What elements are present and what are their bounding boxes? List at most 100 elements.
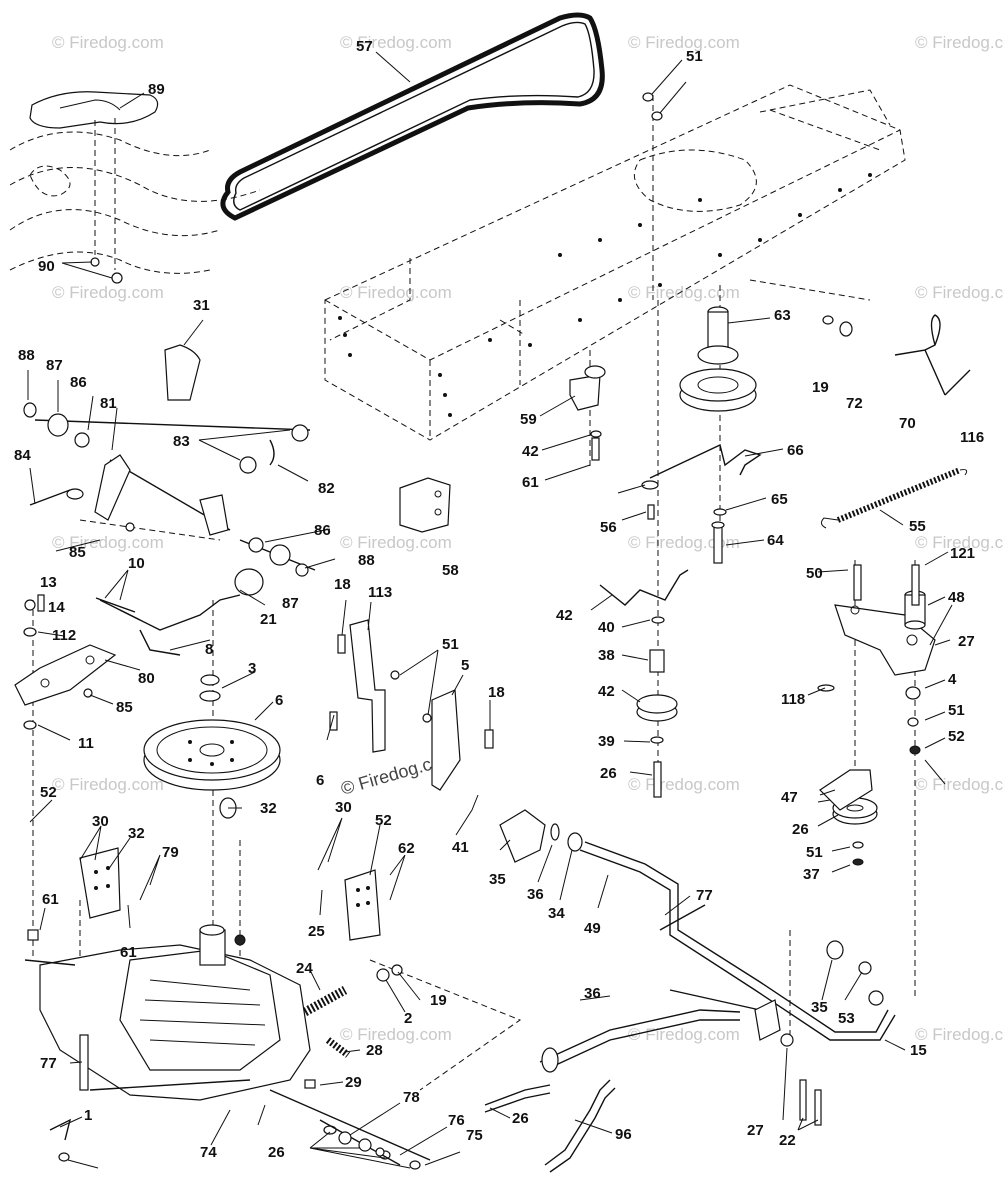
rod-28 — [539, 1009, 741, 1073]
part-label: 38 — [598, 647, 615, 664]
part-label: 77 — [696, 887, 713, 904]
part-label: 35 — [811, 999, 828, 1016]
part-label: 82 — [318, 480, 335, 497]
part-label: 76 — [448, 1112, 465, 1129]
part-label: 6 — [275, 692, 283, 709]
part-label: 40 — [598, 619, 615, 636]
spring-25 — [302, 986, 348, 1016]
axle-75 — [49, 1118, 401, 1166]
part-label: 6 — [316, 772, 324, 789]
part-label: 87 — [282, 595, 299, 612]
part-label: 86 — [314, 522, 331, 539]
bracket-41 — [599, 569, 689, 606]
part-label: 19 — [430, 992, 447, 1009]
part-label: 66 — [787, 442, 804, 459]
extension-spring-55 — [820, 467, 968, 529]
part-label: 70 — [899, 415, 916, 432]
part-label: 88 — [358, 552, 375, 569]
part-label: 52 — [375, 812, 392, 829]
part-label: 72 — [846, 395, 863, 412]
part-label: 26 — [792, 821, 809, 838]
bracket-113 — [349, 619, 386, 753]
spring-2 — [325, 1037, 351, 1058]
watermark: © Firedog.com — [628, 1025, 740, 1044]
part-label: 116 — [960, 429, 984, 446]
part-label: 59 — [520, 411, 537, 428]
part-label: 34 — [548, 905, 565, 922]
part-label: 29 — [345, 1074, 362, 1091]
part-label: 24 — [296, 960, 313, 977]
part-label: 85 — [69, 544, 86, 561]
part-label: 86 — [70, 374, 87, 391]
bracket-31 — [164, 344, 201, 401]
idler-pulley-38 — [636, 649, 678, 798]
part-label: 32 — [128, 825, 145, 842]
watermark: © Firedog.com — [915, 33, 1004, 52]
watermark: © Firedog.com — [915, 283, 1004, 302]
part-label: 26 — [600, 765, 617, 782]
rod-29 — [484, 1084, 551, 1113]
bracket-58 — [399, 477, 451, 533]
part-label: 88 — [18, 347, 35, 364]
part-label: 5 — [461, 657, 469, 674]
part-label: 61 — [120, 944, 137, 961]
part-label: 30 — [92, 813, 109, 830]
idler-pulley-47 — [819, 769, 878, 866]
part-label: 35 — [489, 871, 506, 888]
tractor-frame — [324, 84, 906, 441]
part-label: 41 — [452, 839, 469, 856]
cross-shaft-34 — [579, 841, 896, 1041]
part-label: 79 — [162, 844, 179, 861]
watermark: © Firedog.com — [340, 283, 452, 302]
part-label: 87 — [46, 357, 63, 374]
rod-22 — [544, 1079, 616, 1173]
watermark: © Firedog.com — [340, 533, 452, 552]
part-label: 8 — [205, 641, 213, 658]
part-label: 81 — [100, 395, 117, 412]
part-label: 36 — [584, 985, 601, 1002]
washers-upper-left — [23, 402, 309, 730]
bracket-80 — [14, 644, 117, 706]
bracket-30-left — [79, 847, 121, 919]
watermark: © Firedog.com — [915, 775, 1004, 794]
watermark: © Firedog.com — [915, 533, 1004, 552]
part-label: 42 — [522, 443, 539, 460]
part-label: 37 — [803, 866, 820, 883]
part-label: 4 — [948, 671, 957, 688]
part-label: 90 — [38, 258, 55, 275]
part-label: 14 — [48, 599, 65, 616]
bracket-5 — [431, 689, 461, 791]
part-label: 2 — [404, 1010, 412, 1027]
part-label: 36 — [527, 886, 544, 903]
part-label: 56 — [600, 519, 617, 536]
watermark: © Firedog.com — [340, 1025, 452, 1044]
part-label: 83 — [173, 433, 190, 450]
part-label: 58 — [442, 562, 459, 579]
part-label: 62 — [398, 840, 415, 857]
part-label: 26 — [512, 1110, 529, 1127]
part-label: 27 — [747, 1122, 764, 1139]
part-label: 13 — [40, 574, 57, 591]
idler-pulley-63 — [679, 306, 757, 412]
part-label: 78 — [403, 1089, 420, 1106]
transmission-assembly — [24, 924, 431, 1161]
bracket-30-right — [344, 869, 381, 941]
part-label: 1 — [84, 1107, 92, 1124]
part-label: 11 — [78, 735, 94, 752]
part-label: 30 — [335, 799, 352, 816]
watermark: © Firedog.com — [628, 283, 740, 302]
part-label: 53 — [838, 1010, 855, 1027]
part-label: 26 — [268, 1144, 285, 1161]
drive-belt — [220, 12, 605, 221]
leader-lines — [27, 51, 953, 1169]
part-label: 48 — [948, 589, 965, 606]
part-label: 65 — [771, 491, 788, 508]
bracket-59 — [569, 365, 606, 411]
part-label: 22 — [779, 1132, 796, 1149]
part-label: 42 — [556, 607, 573, 624]
washers-and-nuts — [58, 92, 921, 1170]
part-label: 96 — [615, 1126, 632, 1143]
part-label: 49 — [584, 920, 601, 937]
watermark: © Firedog.com — [52, 33, 164, 52]
